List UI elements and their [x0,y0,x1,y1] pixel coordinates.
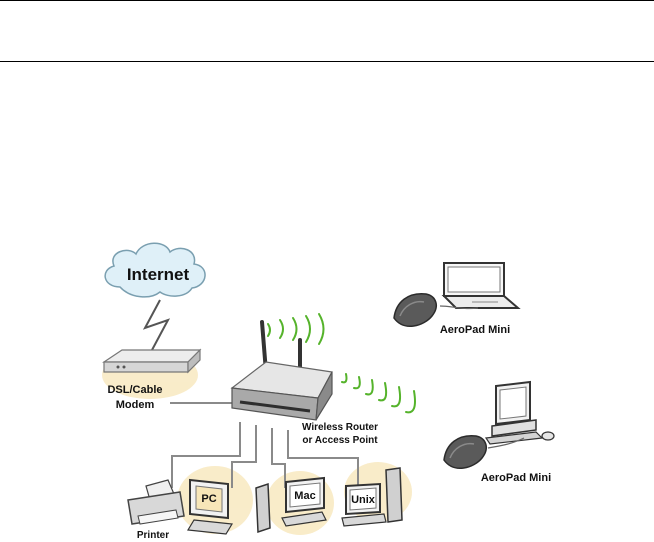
router-label-line1: Wireless Router [302,422,378,433]
dsl-link-bolt [142,299,171,351]
pc-computer: PC [187,478,233,535]
aeropad-mini-top: AeroPad Mini [393,293,510,336]
modem: DSL/Cable Modem [102,348,202,411]
aeropad-mini-bottom: AeroPad Mini [443,435,551,484]
header-rule [0,61,654,62]
printer-label: Printer [137,530,169,541]
laptop [441,262,521,309]
mac-computer: Mac [255,476,327,534]
modem-label-line2: Modem [116,399,155,411]
internet-label: Internet [127,265,190,284]
unix-computer: Unix [341,467,403,527]
desktop-computer [484,380,555,445]
wireless-router: Wireless Router or Access Point [230,320,378,446]
aeropad-bottom-label: AeroPad Mini [481,472,551,484]
aeropad-top-label: AeroPad Mini [440,324,510,336]
internet-cloud: Internet [104,242,206,298]
top-rule [0,0,654,1]
network-wires [170,402,359,488]
wireless-waves-right [341,373,416,414]
mac-label: Mac [294,490,315,502]
router-label-line2: or Access Point [302,435,378,446]
printer: Printer [127,479,185,541]
wireless-waves-up [267,313,325,345]
unix-label: Unix [351,494,376,506]
pc-label: PC [201,493,216,505]
modem-label-line1: DSL/Cable [107,384,162,396]
